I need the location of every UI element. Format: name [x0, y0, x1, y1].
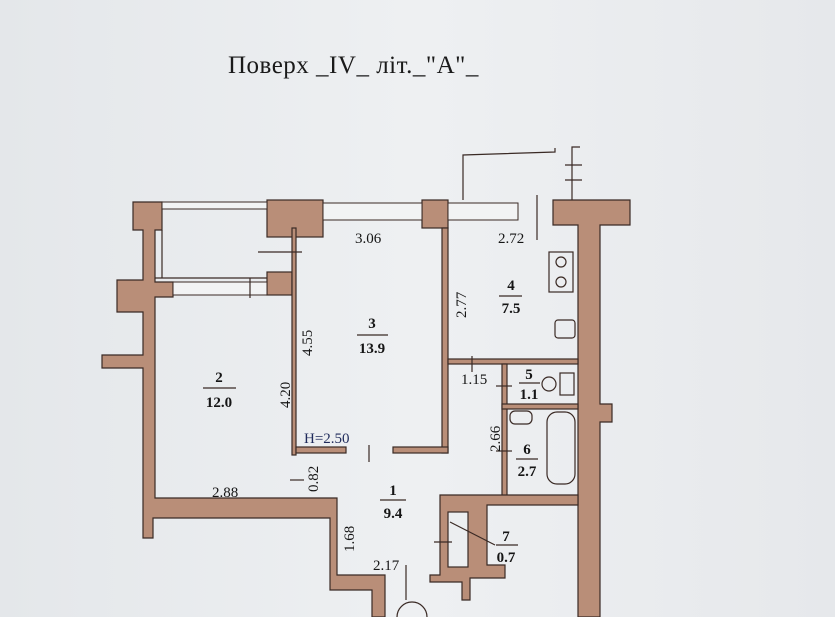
- room-area: 12.0: [206, 395, 232, 411]
- room-number: 3: [368, 316, 376, 332]
- dim-hall-width: 2.17: [373, 558, 400, 574]
- room-number: 7: [502, 529, 510, 545]
- ceiling-height: H=2.50: [304, 431, 350, 447]
- room-3-label: 3 13.9: [357, 316, 388, 357]
- dim-room2-width: 2.88: [212, 485, 238, 501]
- sink-icon: [554, 319, 576, 339]
- washbasin-icon: [509, 410, 533, 425]
- room-4-label: 4 7.5: [499, 278, 522, 317]
- bathtub-icon: [546, 411, 576, 485]
- toilet-icon: [541, 372, 575, 396]
- room-number: 4: [507, 278, 515, 294]
- dim-room4-length: 2.77: [454, 291, 470, 318]
- dim-room3-width: 3.06: [355, 231, 382, 247]
- dim-hall-b: 1.68: [342, 526, 358, 552]
- windows: [155, 201, 519, 296]
- balcony-outline: [462, 146, 582, 200]
- room-area: 1.1: [520, 387, 539, 403]
- dim-room5-width: 1.15: [461, 372, 487, 388]
- room-area: 0.7: [497, 550, 516, 566]
- room-number: 5: [525, 367, 533, 383]
- room-number: 6: [523, 442, 531, 458]
- stove-icon: [548, 251, 574, 293]
- room-1-label: 1 9.4: [380, 483, 406, 522]
- room-6-label: 6 2.7: [516, 442, 538, 480]
- room-number: 2: [215, 370, 223, 386]
- dim-room2-length: 4.20: [278, 382, 294, 408]
- room-2-label: 2 12.0: [203, 370, 236, 411]
- room-5-label: 5 1.1: [519, 367, 540, 403]
- dim-hall-a: 0.82: [306, 466, 322, 492]
- room-area: 9.4: [384, 506, 403, 522]
- dim-room6-length: 2.66: [488, 425, 504, 452]
- room-number: 1: [389, 483, 397, 499]
- dim-room3-length: 4.55: [300, 330, 316, 356]
- room-area: 2.7: [518, 464, 537, 480]
- room-area: 13.9: [359, 341, 385, 357]
- door-marks: [249, 195, 538, 617]
- room-area: 7.5: [502, 301, 521, 317]
- dim-room4-width: 2.72: [498, 231, 524, 247]
- floor-title: Поверх _IV_ літ._"А"_: [228, 52, 479, 79]
- room-7-label: 7 0.7: [496, 529, 518, 566]
- walls: [101, 199, 631, 617]
